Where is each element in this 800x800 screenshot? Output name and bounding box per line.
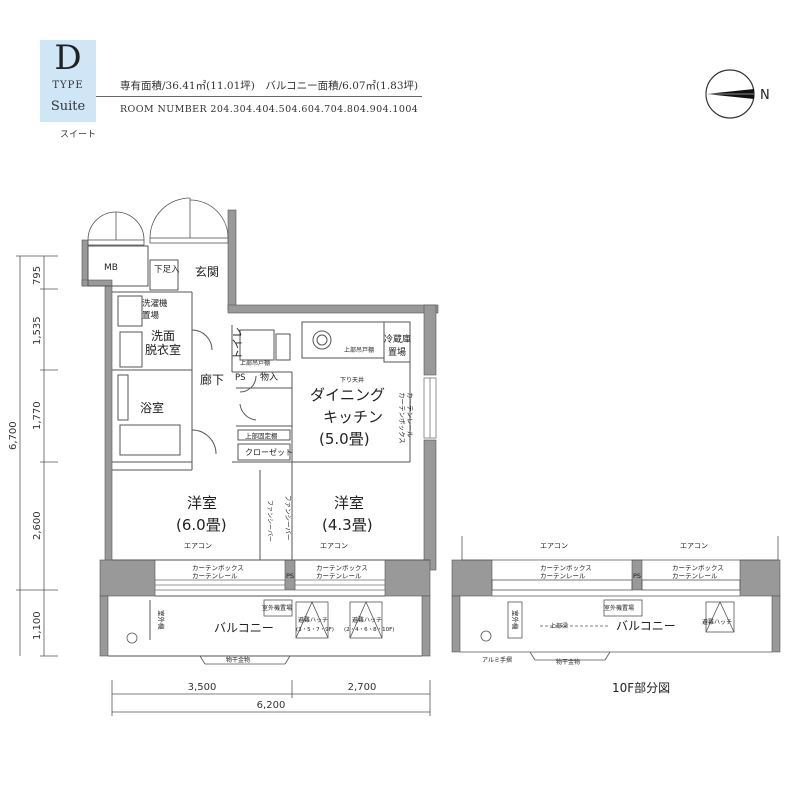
label-aircon-right: エアコン bbox=[320, 542, 348, 550]
dim-bottom-3500: 3,500 bbox=[188, 682, 217, 693]
entrance-doors bbox=[87, 197, 229, 246]
partial-handrail: アルミ手摺 bbox=[482, 656, 512, 664]
label-dining-2: キッチン bbox=[323, 408, 383, 426]
interior-partitions bbox=[87, 245, 430, 657]
dim-bottom-2700: 2,700 bbox=[348, 682, 377, 693]
partial-curtain-box-right: カーテンボックス bbox=[672, 564, 724, 572]
label-shoes: 下足入 bbox=[154, 265, 180, 275]
label-fridge-2: 置場 bbox=[388, 346, 406, 358]
partial-curtain-rail-right: カーテンレール bbox=[672, 572, 718, 580]
label-hatch-a-2: (3・5・7・9F) bbox=[296, 627, 334, 633]
label-curtain-rail-left: カーテンレール bbox=[192, 572, 238, 580]
partial-aircon-left: エアコン bbox=[540, 542, 568, 550]
partial-upper-ceiling: 上部梁 bbox=[550, 622, 568, 630]
label-curtain-box-left: カーテンボックス bbox=[192, 564, 244, 572]
area-info: 専有面積/36.41㎡(11.01坪) バルコニー面積/6.07㎡(1.83坪) bbox=[120, 80, 419, 92]
label-outdoor-unit: 室外機 bbox=[157, 610, 166, 630]
room-labels: MB 下足入 玄関 洗濯機 置場 洗面 脱衣室 トイレ 上部吊戸棚 冷蔵庫 置場… bbox=[104, 263, 414, 664]
dim-left-1535: 1,535 bbox=[32, 316, 43, 345]
label-washroom-1: 洗面 bbox=[151, 329, 175, 343]
label-closet: クローゼット bbox=[245, 447, 293, 457]
label-fan-right: ファンシーバー bbox=[284, 495, 292, 540]
dim-left-total: 6,700 bbox=[8, 421, 19, 450]
label-western1-2: (6.0畳) bbox=[176, 516, 227, 534]
bottom-dimension-lines bbox=[111, 680, 431, 716]
suite-badge bbox=[40, 97, 96, 122]
partial-caption: 10F部分図 bbox=[612, 680, 670, 695]
partial-outdoor-unit: 室外機 bbox=[511, 610, 520, 630]
label-bath: 浴室 bbox=[140, 400, 164, 415]
left-dimension-lines bbox=[16, 255, 58, 657]
dim-left-1100: 1,100 bbox=[32, 611, 43, 640]
type-badge bbox=[40, 40, 96, 97]
label-curtain-rail-right: カーテンレール bbox=[316, 572, 362, 580]
suite-kana-label: スイート bbox=[60, 130, 97, 140]
label-aircon-left: エアコン bbox=[184, 542, 212, 550]
windows bbox=[154, 377, 437, 591]
label-washer-2: 置場 bbox=[142, 310, 160, 321]
type-label: TYPE bbox=[52, 80, 84, 91]
label-hatch-b-1: 避難ハッチ bbox=[352, 616, 382, 624]
walls bbox=[81, 209, 439, 657]
room-numbers: ROOM NUMBER 204.304.404.504.604.704.804.… bbox=[120, 104, 419, 115]
suite-label: Suite bbox=[50, 99, 86, 114]
label-balcony: バルコニー bbox=[214, 621, 274, 635]
compass-icon: N bbox=[705, 69, 770, 119]
label-hatch-a-1: 避難ハッチ bbox=[298, 616, 328, 624]
partial-balcony: バルコニー bbox=[616, 619, 676, 633]
left-dimension-labels: 795 1,535 1,770 2,600 1,100 6,700 bbox=[8, 266, 43, 640]
compass-north-label: N bbox=[760, 88, 770, 103]
label-corridor: 廊下 bbox=[200, 372, 224, 387]
label-western2-1: 洋室 bbox=[334, 494, 364, 512]
type-letter: D bbox=[54, 38, 82, 78]
label-western2-2: (4.3畳) bbox=[322, 516, 373, 534]
balcony-fixtures bbox=[126, 599, 383, 665]
label-toilet: トイレ bbox=[231, 327, 244, 360]
label-curtain-box-side: カーテンボックス bbox=[398, 392, 406, 444]
label-washroom-2: 脱衣室 bbox=[145, 342, 181, 357]
label-dining-3: (5.0畳) bbox=[319, 430, 370, 448]
dim-left-2600: 2,600 bbox=[32, 511, 43, 540]
label-fridge-1: 冷蔵庫 bbox=[384, 333, 411, 345]
header-divider bbox=[96, 96, 422, 97]
dim-left-795: 795 bbox=[32, 266, 43, 285]
label-kitchen-shelf: 上部吊戸棚 bbox=[344, 346, 374, 354]
label-curtain-box-right: カーテンボックス bbox=[316, 564, 368, 572]
label-western1-1: 洋室 bbox=[187, 494, 217, 512]
partial-drying-rack: 物干金物 bbox=[556, 658, 580, 666]
dim-left-1770: 1,770 bbox=[32, 401, 43, 430]
label-storage: 物入 bbox=[260, 371, 278, 383]
partial-outdoor-unit-place: 室外機置場 bbox=[604, 604, 634, 612]
label-drying-rack: 物干金物 bbox=[226, 656, 250, 664]
label-closet-shelf: 上部固定棚 bbox=[245, 431, 278, 440]
label-hatch-b-2: (2・4・6・8・10F) bbox=[344, 627, 394, 633]
partial-plan-10f: エアコン エアコン カーテンボックス カーテンレール カーテンボックス カーテン… bbox=[451, 536, 781, 695]
partial-curtain-rail-left: カーテンレール bbox=[540, 572, 586, 580]
label-washer-1: 洗濯機 bbox=[142, 298, 168, 309]
label-entrance: 玄関 bbox=[195, 264, 219, 279]
label-fan-left: ファンシーバー bbox=[266, 500, 273, 542]
label-lowered-ceiling: 下り天井 bbox=[340, 376, 364, 384]
label-dining-1: ダイニング bbox=[310, 386, 385, 404]
dim-bottom-total: 6,200 bbox=[257, 700, 286, 711]
label-mb: MB bbox=[104, 263, 118, 273]
label-toilet-shelf: 上部吊戸棚 bbox=[240, 359, 270, 367]
partial-ps: PS bbox=[633, 572, 641, 580]
partial-hatch: 避難ハッチ bbox=[702, 618, 732, 626]
label-ps: PS bbox=[235, 373, 246, 383]
partial-aircon-right: エアコン bbox=[680, 542, 708, 550]
partial-curtain-box-left: カーテンボックス bbox=[540, 564, 592, 572]
bottom-dimension-labels: 3,500 2,700 6,200 bbox=[188, 682, 377, 711]
label-curtain-rail-side: カーテンレール bbox=[406, 392, 414, 438]
label-outdoor-unit-place: 室外機置場 bbox=[262, 604, 292, 612]
label-ps-bottom: PS bbox=[286, 572, 294, 580]
